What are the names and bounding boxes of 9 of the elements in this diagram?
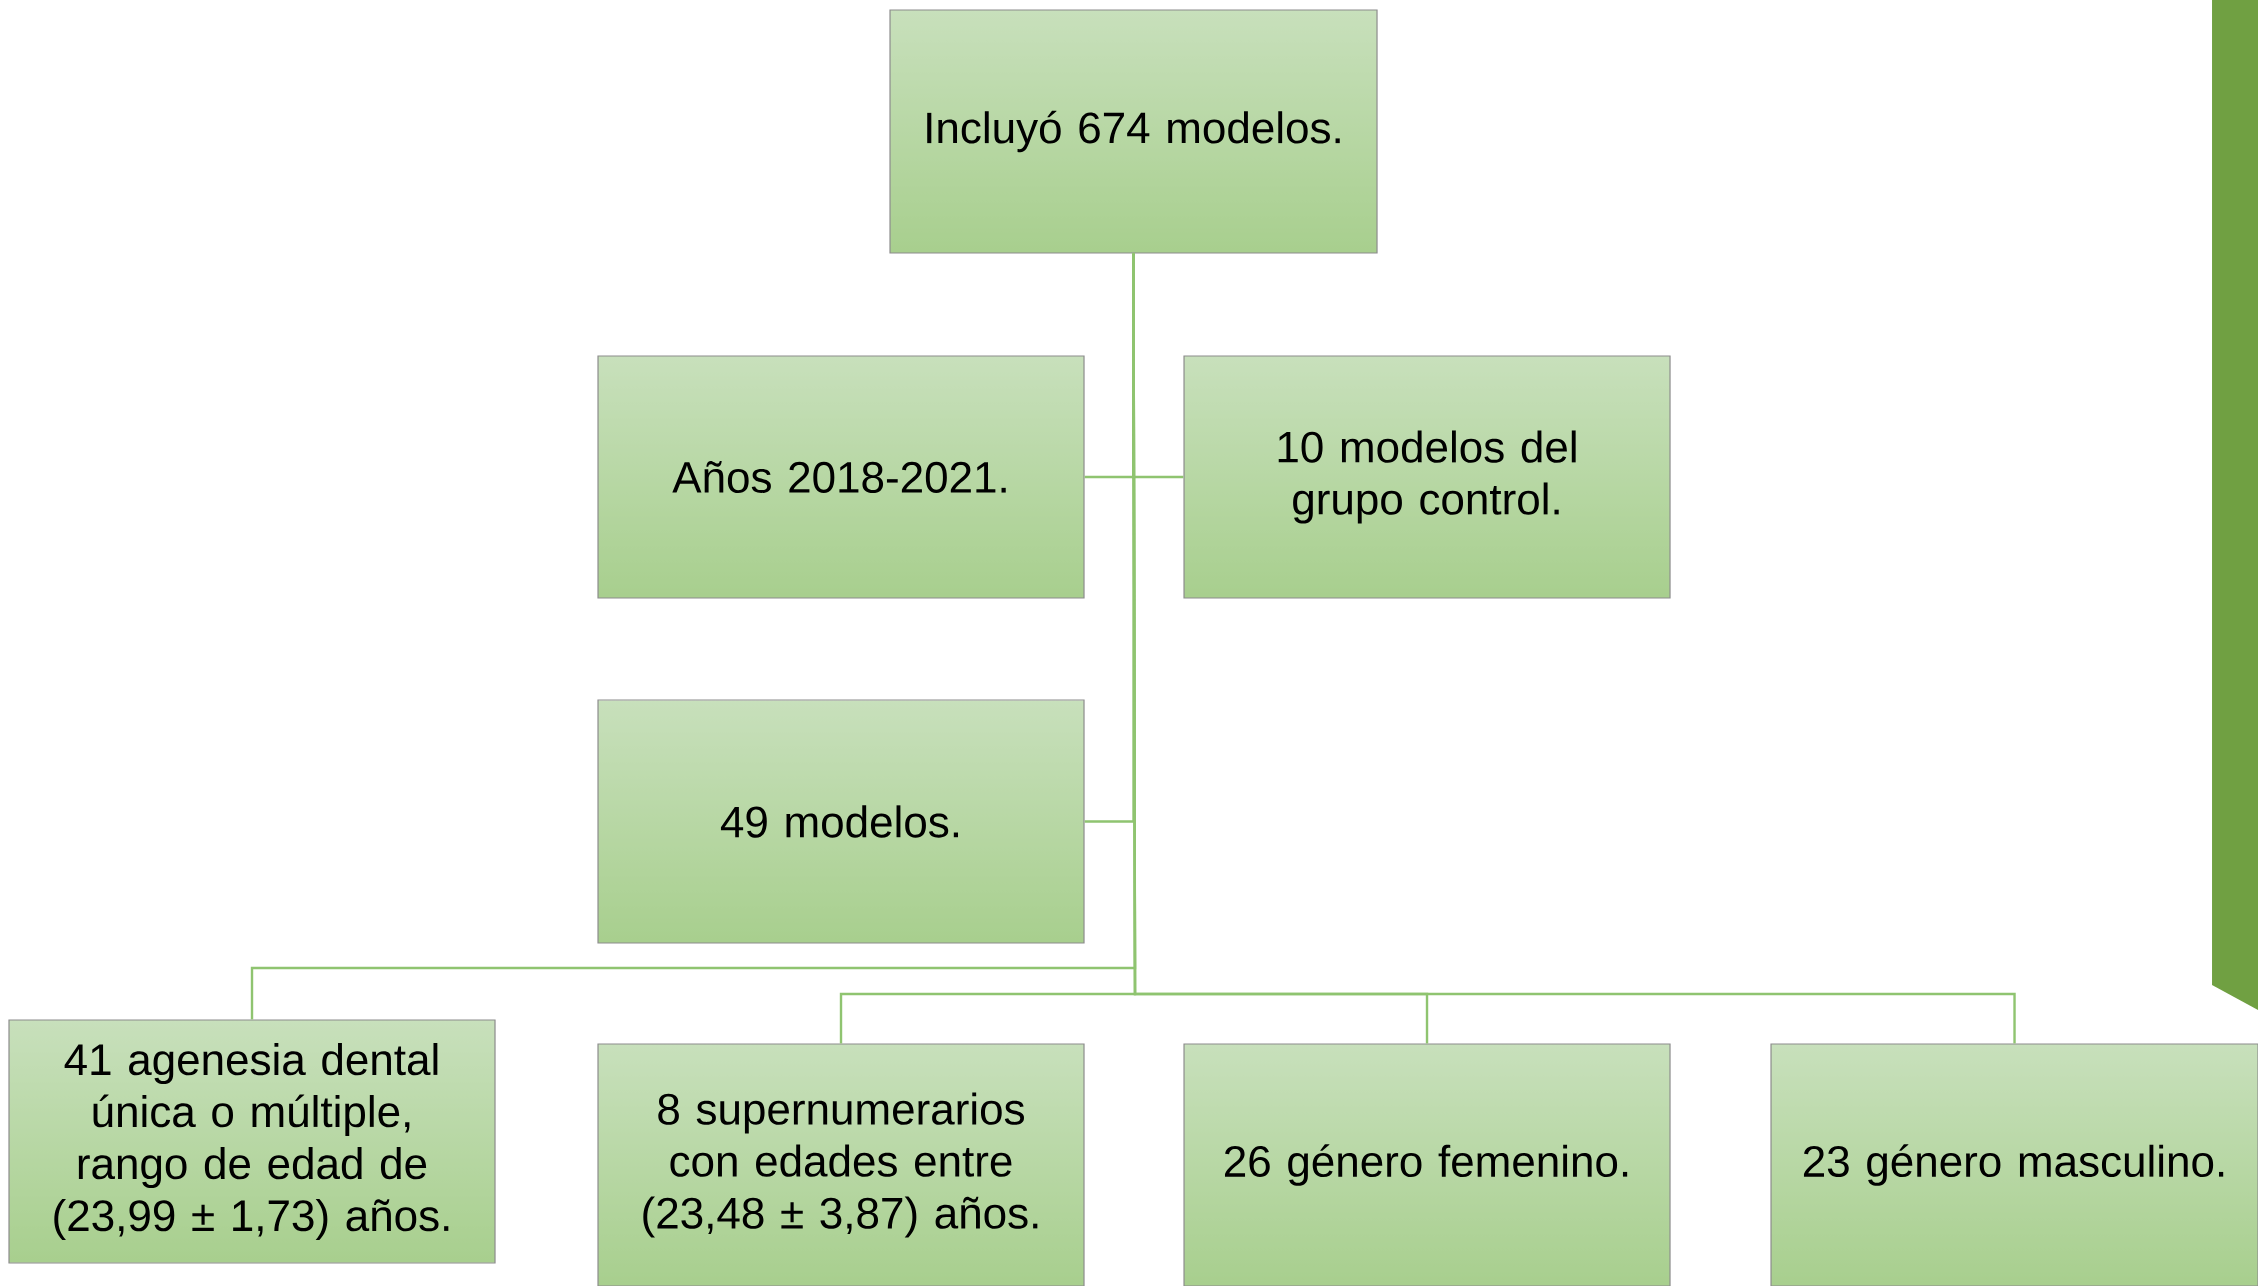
process-box: 49 modelos.	[597, 699, 1085, 944]
process-box: 41 agenesia dental única o múltiple, rango de edad de (23,99 ± 1,73) años.	[8, 1019, 496, 1264]
process-box: 23 género masculino.	[1770, 1043, 2258, 1286]
process-box: 8 supernumerarios con edades entre (23,48 ± 3,87) años.	[597, 1043, 1085, 1286]
connector-line	[1132, 253, 2016, 1044]
process-box: Incluyó 674 modelos.	[889, 9, 1378, 254]
process-box: Años 2018-2021.	[597, 355, 1085, 599]
process-box: 26 género femenino.	[1183, 1043, 1671, 1286]
process-box: 10 modelos del grupo control.	[1183, 355, 1671, 599]
